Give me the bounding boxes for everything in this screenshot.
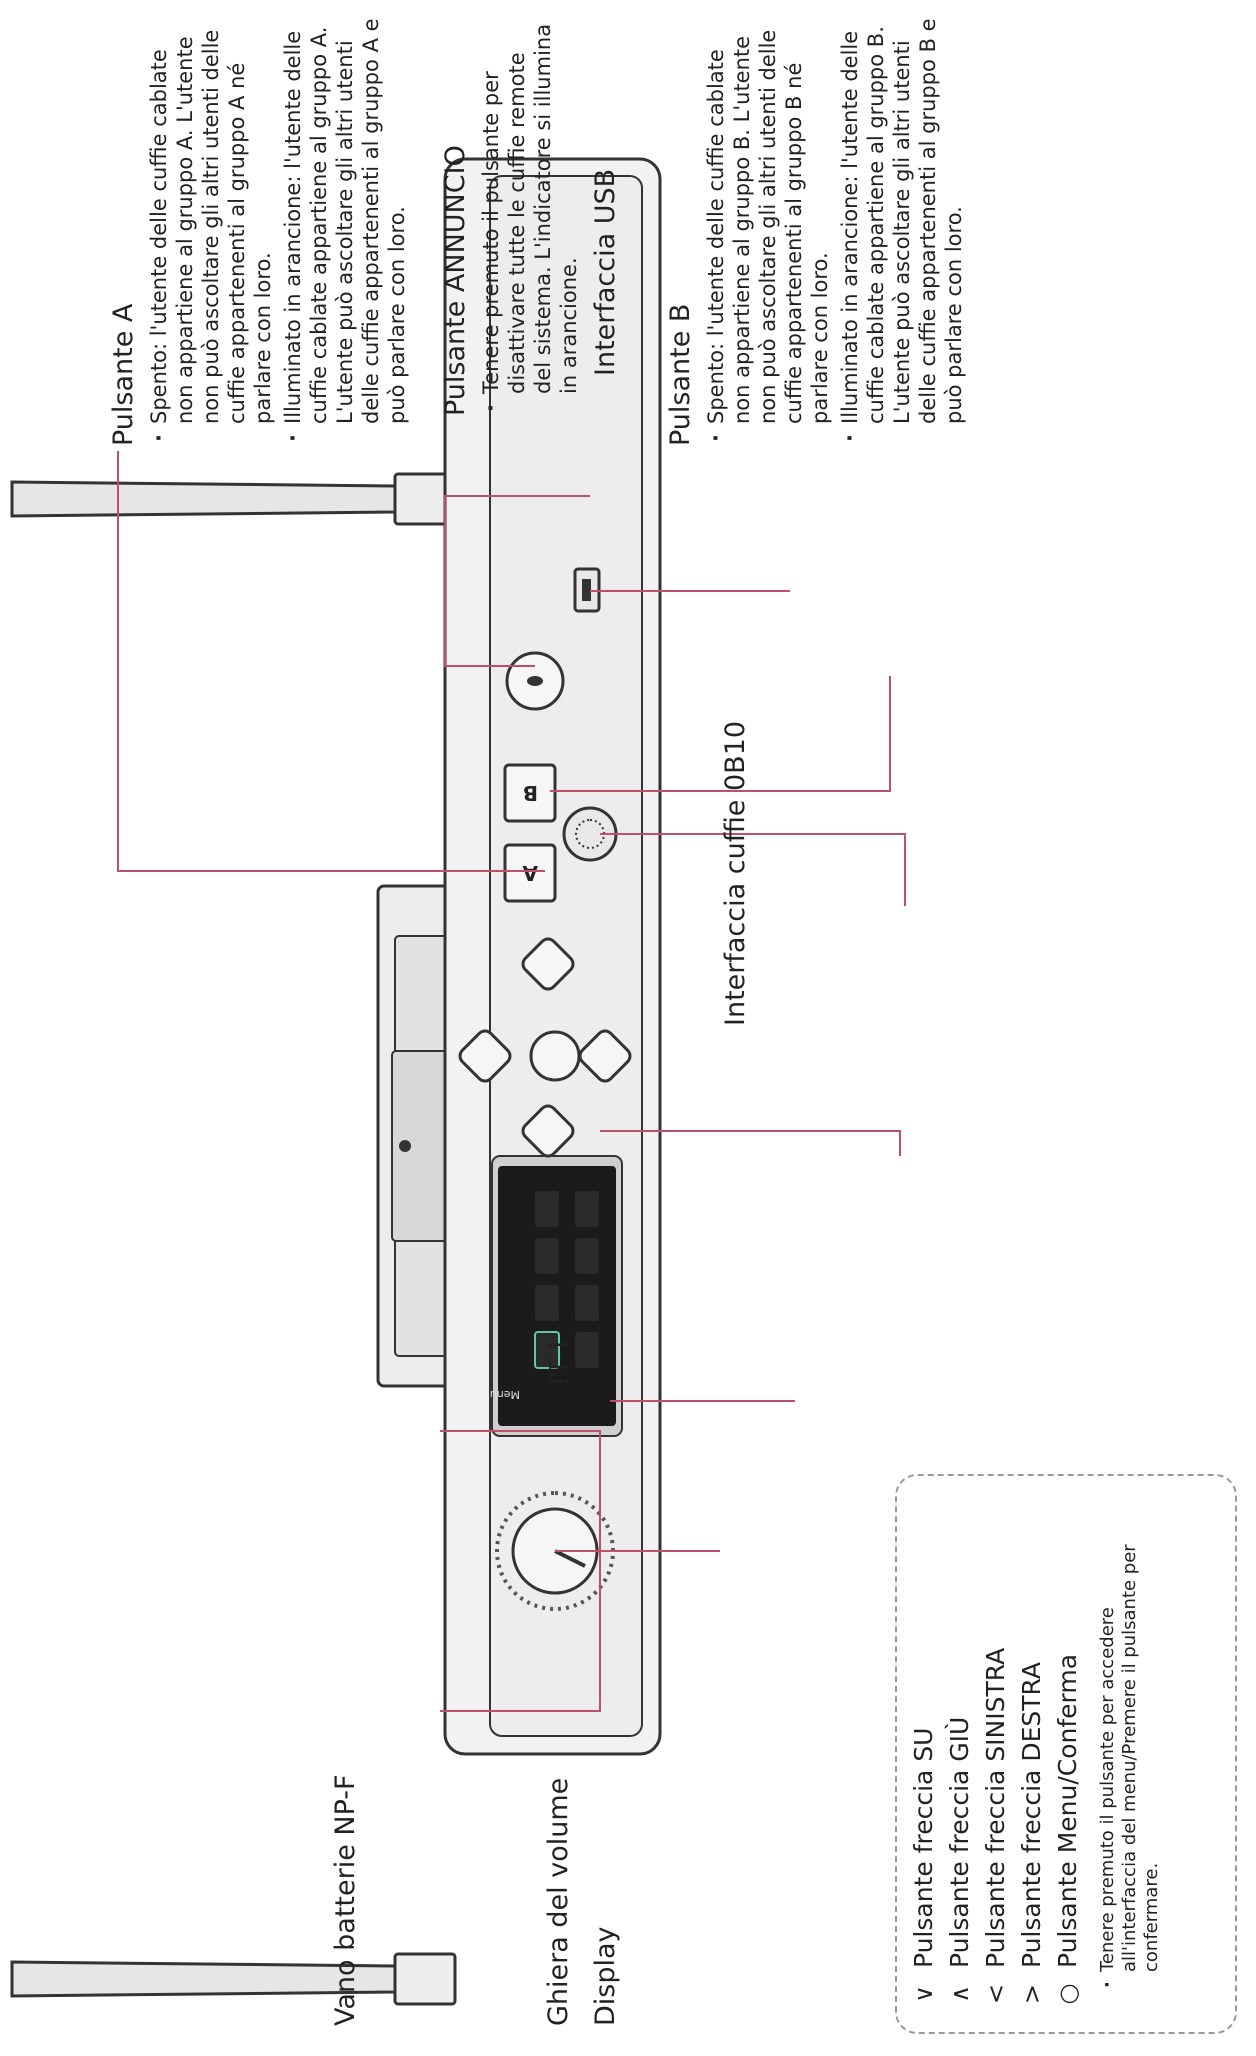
label-display: Display <box>590 1926 621 2026</box>
mic-icon <box>527 676 543 686</box>
nav-item-up: ∨ Pulsante freccia SU <box>909 1728 939 2012</box>
nav-item-menu: ○ Pulsante Menu/Conferma <box>1053 1654 1083 2012</box>
menu-confirm-button[interactable] <box>529 1030 581 1082</box>
label-battery: Vano batterie NP-F <box>330 1774 361 2026</box>
dpad <box>457 936 634 1160</box>
button-b-callout: Pulsante B Spento: l'utente delle cuffie… <box>665 6 971 446</box>
screen-icons <box>534 1191 599 1369</box>
nav-legend-box: ∨ Pulsante freccia SU ∧ Pulsante freccia… <box>895 1474 1237 2034</box>
leader-headset <box>600 833 906 906</box>
leader-battery <box>440 1430 601 1712</box>
label-headset-port: Interfaccia cuffie 0B10 <box>720 720 751 1026</box>
arrow-right-button[interactable] <box>520 1103 577 1160</box>
right-antenna <box>10 480 397 518</box>
button-b-bullet-on: Illuminato in arancione: l'utente delle … <box>837 6 967 424</box>
button-b-title: Pulsante B <box>665 303 696 446</box>
chevron-up-icon: ∧ <box>946 1985 974 2003</box>
leader-announce <box>444 495 590 667</box>
button-b[interactable] <box>503 763 557 823</box>
button-a-title: Pulsante A <box>108 303 139 446</box>
label-volume: Ghiera del volume <box>543 1777 574 2026</box>
announce-bullet: Tenere premuto il pulsante per disattiva… <box>478 16 582 394</box>
button-a-callout: Pulsante A Spento: l'utente delle cuffie… <box>108 6 414 446</box>
page-number: IT-1 <box>545 1336 575 1386</box>
nav-menu-note: Tenere premuto il pulsante per accedere … <box>1097 1502 1163 1972</box>
announce-title: Pulsante ANNUNCIO <box>440 145 471 416</box>
leader-button-a <box>117 451 545 872</box>
button-a-key: A <box>522 861 538 885</box>
button-b-bullet-off: Spento: l'utente delle cuffie cablate no… <box>703 6 833 424</box>
button-a-bullet-off: Spento: l'utente delle cuffie cablate no… <box>146 6 276 424</box>
nav-item-right: > Pulsante freccia DESTRA <box>1017 1662 1047 2012</box>
button-a-bullet-on: Illuminato in arancione: l'utente delle … <box>280 6 410 424</box>
leader-lines <box>117 451 906 1712</box>
arrow-down-button[interactable] <box>577 1028 634 1085</box>
label-usb: Interfaccia USB <box>590 168 621 376</box>
announce-callout: Pulsante ANNUNCIO Tenere premuto il puls… <box>440 16 586 416</box>
arrow-up-button[interactable] <box>457 1028 514 1085</box>
nav-item-left-label: Pulsante freccia SINISTRA <box>981 1647 1010 1969</box>
chevron-down-icon: ∨ <box>910 1985 938 2003</box>
nav-item-menu-label: Pulsante Menu/Conferma <box>1053 1653 1082 1969</box>
leader-button-b <box>550 676 891 792</box>
leader-nav <box>600 1130 901 1156</box>
nav-item-left: < Pulsante freccia SINISTRA <box>981 1648 1011 2012</box>
nav-item-up-label: Pulsante freccia SU <box>909 1727 938 1969</box>
button-a[interactable] <box>503 843 557 903</box>
nav-item-down: ∧ Pulsante freccia GIÙ <box>945 1717 975 2012</box>
arrow-left-button[interactable] <box>520 936 577 993</box>
button-b-key: B <box>523 781 538 805</box>
screen-title: Menu <box>490 1388 520 1401</box>
circle-icon: ○ <box>1054 1983 1082 2005</box>
nav-item-down-label: Pulsante freccia GIÙ <box>945 1716 974 1969</box>
chevron-left-icon: < <box>982 1983 1010 2005</box>
left-antenna-base <box>393 1952 457 2006</box>
chevron-right-icon: > <box>1018 1983 1046 2005</box>
nav-item-right-label: Pulsante freccia DESTRA <box>1017 1662 1046 1969</box>
